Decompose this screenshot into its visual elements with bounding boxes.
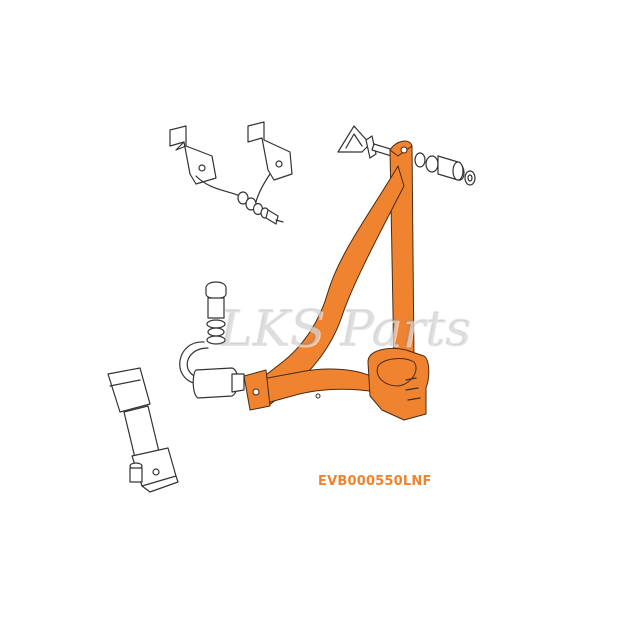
part-number-label: EVB000550LNF	[318, 474, 432, 489]
seat-belt-buckle	[107, 367, 179, 493]
shoulder-bolt-spacer-set	[365, 135, 476, 186]
upper-bracket-right	[247, 121, 293, 203]
d-ring-guide	[337, 125, 371, 153]
upper-bracket-left	[169, 125, 241, 197]
bolt-washer-set	[237, 191, 284, 225]
anchor-bolt-stack	[205, 281, 227, 345]
retractor-belt-assembly	[243, 140, 430, 421]
buckle-tongue	[179, 341, 245, 399]
